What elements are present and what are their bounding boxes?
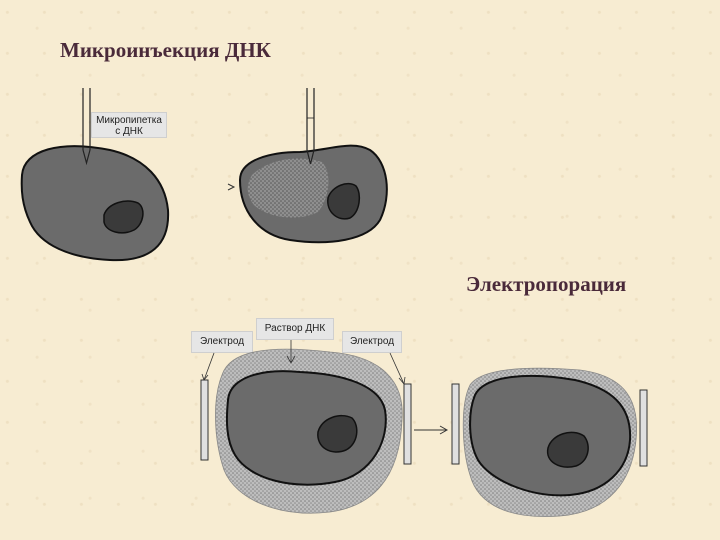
microinjection-title: Микроинъекция ДНК [60,38,271,62]
electrode-right-label: Электрод [342,331,402,353]
arrow-icon [227,183,236,191]
electroporation-cell-after [462,367,638,518]
micropipette-1 [82,88,91,166]
electrode-plate-3 [451,383,460,465]
micropipette-label-line2: с ДНК [115,126,143,137]
micropipette-2 [306,88,315,165]
arrow-icon [414,425,449,435]
nucleus [546,431,589,468]
electrode-right-plate [403,383,412,465]
dna-injected-region [247,158,329,218]
micropipette-label: Микропипетка с ДНК [91,112,167,138]
cell-body [225,370,387,486]
electroporation-cell-before [215,348,403,514]
electrode-plate-4 [639,389,648,467]
micropipette-label-line1: Микропипетка [96,115,162,126]
electrode-left-plate [200,379,209,461]
nucleus [317,414,358,453]
leader-lines [201,340,406,385]
microinjection-cell-before [20,145,170,262]
nucleus [327,182,361,220]
cell-body [20,145,170,262]
dna-solution-label: Раствор ДНК [256,318,334,340]
electrode-left-label: Электрод [191,331,253,353]
cell-body [469,374,632,497]
microinjection-cell-after [238,144,388,244]
nucleus [103,200,144,234]
electroporation-title: Электропорация [466,272,627,296]
